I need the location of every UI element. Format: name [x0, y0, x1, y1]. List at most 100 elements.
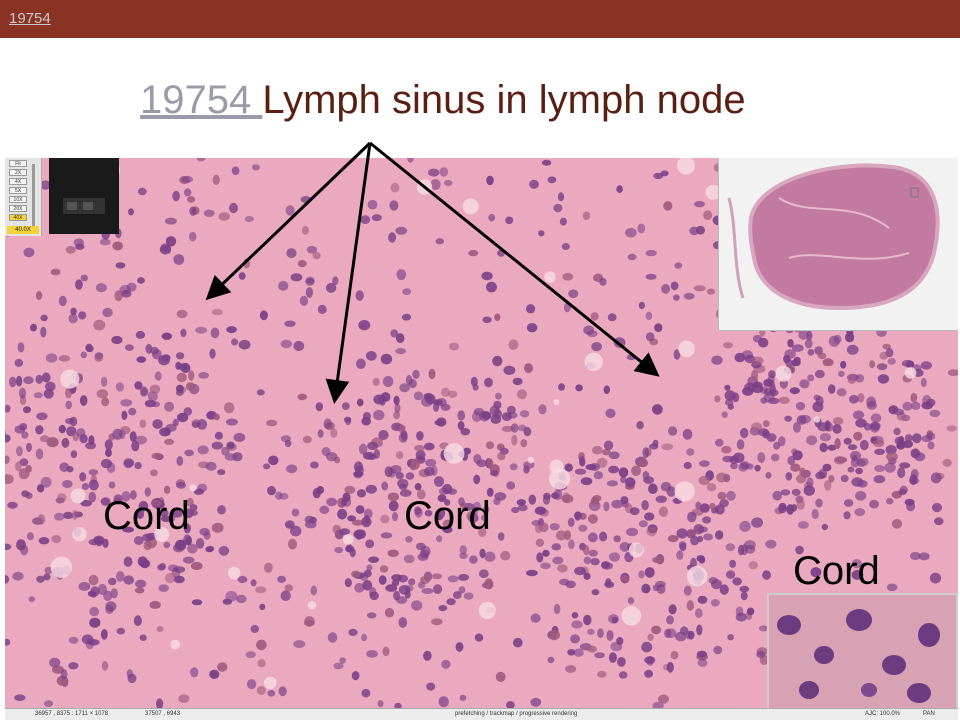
- cell-nucleus: [259, 603, 266, 611]
- cell-nucleus: [108, 481, 116, 489]
- cell-nucleus: [570, 634, 580, 644]
- cell-nucleus: [876, 363, 888, 371]
- cell-nucleus: [424, 466, 435, 477]
- cell-nucleus: [787, 455, 796, 466]
- cell-nucleus: [293, 640, 306, 649]
- cell-nucleus: [463, 592, 474, 600]
- cell-nucleus: [695, 501, 702, 510]
- cell-nucleus: [185, 535, 192, 546]
- cell-nucleus: [420, 545, 431, 557]
- cell-nucleus: [70, 307, 77, 316]
- cell-nucleus: [582, 211, 591, 221]
- cell-nucleus: [466, 511, 475, 521]
- zoom-20x-button[interactable]: 20X: [9, 205, 27, 212]
- overview-navigator[interactable]: [718, 158, 958, 331]
- cell-nucleus: [250, 579, 257, 587]
- cell-nucleus: [257, 659, 266, 668]
- cell-nucleus: [583, 545, 590, 556]
- cell-nucleus: [73, 238, 85, 247]
- cell-nucleus: [643, 476, 655, 484]
- vacuole: [544, 271, 556, 283]
- cell-nucleus: [559, 578, 570, 586]
- cell-nucleus: [785, 472, 793, 481]
- cell-nucleus: [571, 620, 583, 629]
- cell-nucleus: [884, 462, 896, 473]
- vacuole: [189, 484, 197, 492]
- cell-nucleus: [428, 168, 440, 177]
- cell-nucleus: [137, 556, 148, 567]
- zoom-slider[interactable]: [32, 164, 35, 226]
- cell-nucleus: [784, 349, 796, 359]
- zoom-10x-button[interactable]: 10X: [9, 196, 27, 203]
- cell-nucleus: [541, 159, 552, 166]
- cell-nucleus: [70, 450, 78, 459]
- cell-nucleus: [44, 566, 53, 574]
- cell-nucleus: [35, 425, 44, 435]
- cell-nucleus: [341, 402, 350, 410]
- cell-nucleus: [133, 536, 144, 545]
- cell-nucleus: [703, 210, 713, 220]
- cell-nucleus: [599, 531, 608, 542]
- vacuole: [72, 527, 87, 542]
- cell-nucleus: [160, 243, 172, 253]
- cell-nucleus: [447, 488, 458, 495]
- cell-nucleus: [388, 500, 399, 512]
- cell-nucleus: [213, 413, 220, 421]
- macro-thumbnail[interactable]: [49, 158, 119, 234]
- cell-nucleus: [492, 355, 503, 367]
- slide-title-link[interactable]: 19754: [140, 78, 263, 122]
- zoom-4x-button[interactable]: 4X: [9, 178, 27, 185]
- cell-nucleus: [906, 501, 916, 512]
- slide-number-link[interactable]: 19754: [9, 10, 51, 27]
- cell-nucleus: [641, 641, 653, 653]
- detail-magnifier[interactable]: [767, 593, 958, 710]
- cell-nucleus: [280, 590, 291, 602]
- slide-viewer[interactable]: Fit 2X 4X 5X 10X 20X 40X 40.0X: [5, 158, 958, 720]
- zoom-2x-button[interactable]: 2X: [9, 169, 27, 176]
- cell-nucleus: [641, 500, 649, 511]
- zoom-5x-button[interactable]: 5X: [9, 187, 27, 194]
- cell-nucleus: [715, 438, 724, 447]
- cell-nucleus: [35, 374, 43, 384]
- cell-nucleus: [799, 467, 806, 477]
- cell-nucleus: [620, 575, 630, 583]
- cell-nucleus: [211, 522, 224, 533]
- cell-nucleus: [30, 323, 37, 332]
- cell-nucleus: [144, 487, 151, 497]
- cell-nucleus: [588, 532, 598, 543]
- cell-nucleus: [391, 574, 402, 582]
- cell-nucleus: [832, 417, 844, 426]
- cell-nucleus: [428, 368, 436, 380]
- cell-nucleus: [187, 543, 198, 554]
- cell-nucleus: [458, 573, 470, 581]
- cell-nucleus: [178, 694, 190, 703]
- cell-nucleus: [627, 597, 635, 605]
- cell-nucleus: [587, 645, 597, 653]
- cell-nucleus: [851, 569, 864, 580]
- cell-nucleus: [438, 696, 449, 708]
- zoom-40x-button[interactable]: 40X: [9, 214, 27, 221]
- cell-nucleus: [618, 671, 628, 679]
- cell-nucleus: [752, 381, 763, 388]
- vacuole: [775, 365, 792, 382]
- cell-nucleus: [723, 342, 733, 349]
- cell-nucleus: [45, 353, 58, 363]
- cell-nucleus: [588, 549, 598, 557]
- cell-nucleus: [627, 253, 637, 261]
- cell-nucleus: [910, 469, 919, 480]
- zoom-fit-button[interactable]: Fit: [9, 160, 27, 167]
- cell-nucleus: [617, 657, 626, 667]
- cell-nucleus: [40, 326, 47, 338]
- cell-nucleus: [390, 182, 400, 193]
- cell-nucleus: [838, 370, 845, 377]
- zoom-panel: Fit 2X 4X 5X 10X 20X 40X 40.0X: [5, 158, 42, 236]
- cell-nucleus: [165, 572, 176, 584]
- cell-nucleus: [857, 480, 868, 488]
- cell-nucleus: [293, 340, 305, 352]
- cell-nucleus: [625, 227, 637, 238]
- cell-nucleus: [231, 338, 239, 346]
- cell-nucleus: [81, 482, 89, 491]
- cell-nucleus: [699, 460, 710, 467]
- vacuole: [462, 198, 479, 215]
- cell-nucleus: [815, 471, 826, 480]
